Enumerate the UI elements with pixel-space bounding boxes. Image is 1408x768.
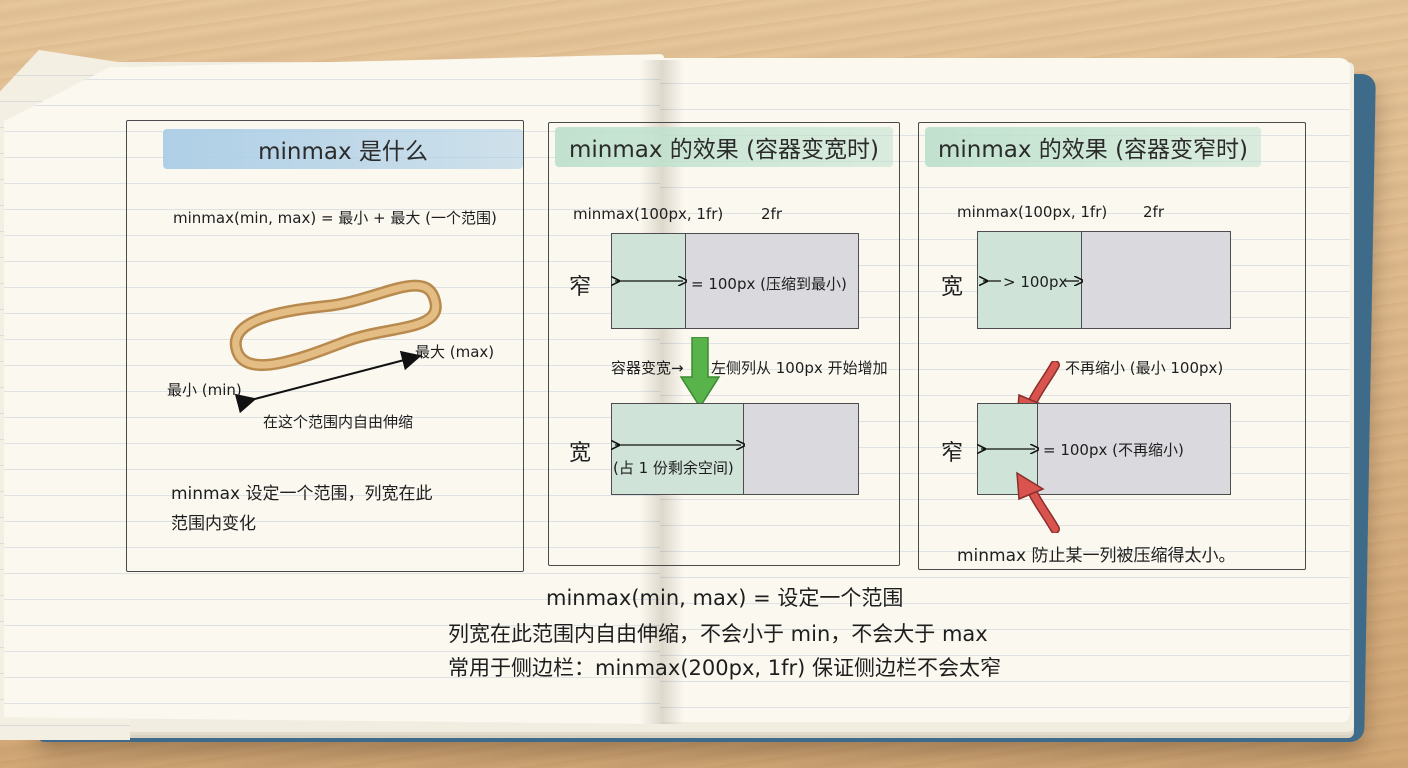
panel-container-narrows: minmax 的效果 (容器变窄时) minmax(100px, 1fr) 2f… bbox=[918, 122, 1306, 570]
panel-title: minmax 的效果 (容器变窄时) bbox=[938, 130, 1248, 164]
column-label-2fr: 2fr bbox=[761, 205, 782, 223]
wide-width-note: > 100px bbox=[1003, 273, 1067, 291]
column-label-minmax: minmax(100px, 1fr) bbox=[573, 205, 723, 223]
summary-line-1: minmax(min, max) = 设定一个范围 bbox=[546, 582, 903, 612]
label-max: 最大 (max) bbox=[415, 341, 494, 362]
panel-title: minmax 是什么 bbox=[258, 132, 428, 166]
row-label-narrow: 窄 bbox=[941, 435, 963, 467]
narrow-width-note: = 100px (不再缩小) bbox=[1043, 439, 1184, 460]
panel-description-line1: minmax 设定一个范围，列宽在此 bbox=[171, 479, 433, 504]
panel-container-widens: minmax 的效果 (容器变宽时) minmax(100px, 1fr) 2f… bbox=[548, 122, 900, 566]
right-arrow-icon bbox=[1065, 273, 1083, 289]
panel-title-banner: minmax 的效果 (容器变窄时) bbox=[925, 127, 1261, 167]
summary-line-3: 常用于侧边栏：minmax(200px, 1fr) 保证侧边栏不会太窄 bbox=[448, 652, 1001, 682]
widen-label: 容器变宽→ bbox=[611, 357, 684, 378]
row-label-narrow: 窄 bbox=[569, 269, 591, 301]
wide-right-column bbox=[743, 403, 859, 495]
width-double-arrow-icon bbox=[611, 273, 687, 289]
column-label-minmax: minmax(100px, 1fr) bbox=[957, 203, 1107, 221]
summary-line-2: 列宽在此范围内自由伸缩，不会小于 min，不会大于 max bbox=[448, 618, 988, 648]
range-double-arrow-icon bbox=[227, 346, 427, 416]
column-label-2fr: 2fr bbox=[1143, 203, 1164, 221]
width-double-arrow-icon bbox=[611, 437, 745, 453]
panel-title: minmax 的效果 (容器变宽时) bbox=[569, 130, 879, 164]
row-label-wide: 宽 bbox=[569, 435, 591, 467]
minmax-formula: minmax(min, max) = 最小 + 最大 (一个范围) bbox=[173, 207, 497, 228]
panel-title-banner: minmax 的效果 (容器变宽时) bbox=[555, 127, 893, 167]
stop-shrinking-note: 不再缩小 (最小 100px) bbox=[1065, 357, 1223, 378]
panel-description-line2: 范围内变化 bbox=[171, 509, 256, 534]
panel-what-is-minmax: minmax 是什么 minmax(min, max) = 最小 + 最大 (一… bbox=[126, 120, 524, 572]
narrow-width-note: = 100px (压缩到最小) bbox=[691, 273, 847, 294]
wide-share-note: (占 1 份剩余空间) bbox=[613, 457, 734, 478]
red-pressure-arrow-icon bbox=[1011, 469, 1061, 533]
label-min: 最小 (min) bbox=[167, 379, 242, 400]
row-label-wide: 宽 bbox=[941, 269, 963, 301]
panel-title-banner: minmax 是什么 bbox=[163, 129, 523, 169]
panel-conclusion: minmax 防止某一列被压缩得太小。 bbox=[957, 541, 1236, 566]
label-range: 在这个范围内自由伸缩 bbox=[263, 411, 413, 432]
width-double-arrow-icon bbox=[977, 441, 1039, 457]
widen-note: 左侧列从 100px 开始增加 bbox=[711, 357, 888, 378]
left-arrow-icon bbox=[979, 273, 1005, 289]
wide-right-column bbox=[1081, 231, 1231, 329]
